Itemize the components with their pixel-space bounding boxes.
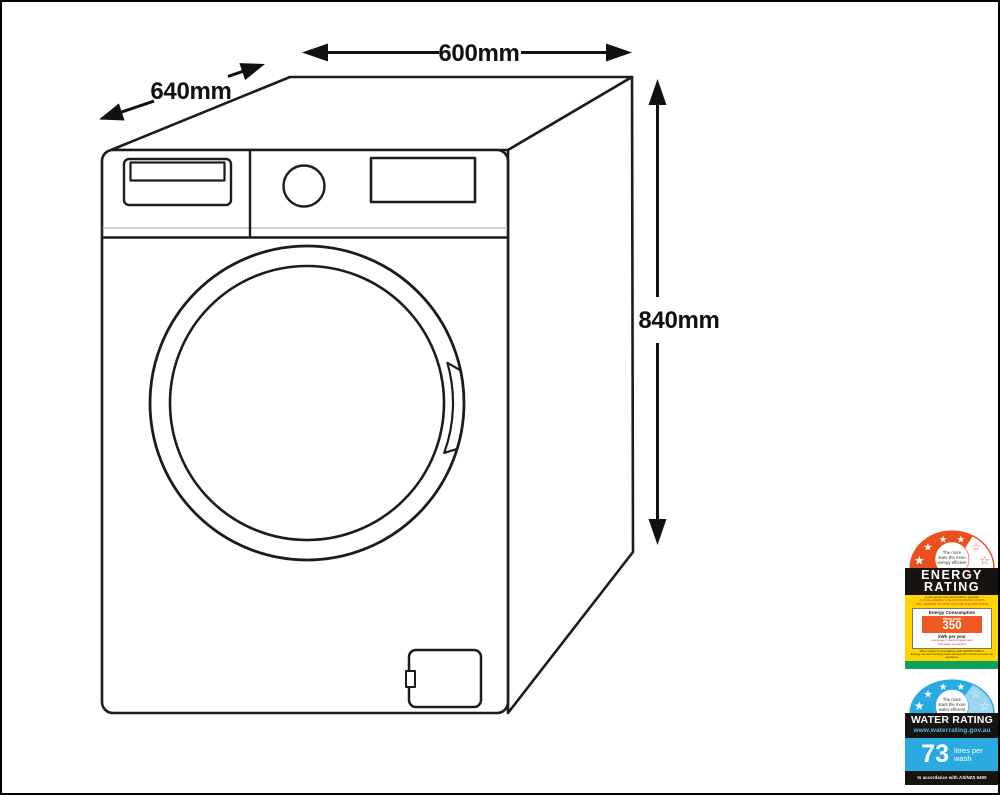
- water-tagline-line2: stars the more: [938, 702, 966, 707]
- arrowhead-down-icon: [648, 519, 667, 545]
- water-compliance-band: In accordance with AS/NZS 6400: [905, 771, 998, 785]
- energy-label-green-strip: [905, 661, 998, 669]
- star-icon: ★: [914, 699, 925, 713]
- star-icon: ★: [923, 542, 932, 554]
- energy-tagline-line1: The more: [943, 550, 962, 555]
- energy-consumption-box: Energy Consumption Warm wash 350 kWh per…: [912, 607, 992, 649]
- energy-consumption-note1: using warm wash program and: [931, 638, 973, 643]
- depth-dimension-label: 640mm: [150, 78, 231, 105]
- energy-consumption-mode: Warm wash: [942, 616, 962, 621]
- filter-door-latch: [405, 670, 416, 688]
- arrowhead-left-icon: [302, 43, 328, 62]
- water-consumption-section: 73 litres per wash: [905, 738, 998, 771]
- arrowhead-up-right-icon: [239, 63, 265, 81]
- water-rating-label: The more stars the more water efficient …: [905, 677, 998, 785]
- star-outline-icon: ☆: [971, 542, 980, 554]
- energy-program-line: A joint government and industry program: [924, 595, 980, 599]
- star-icon: ★: [923, 689, 932, 701]
- water-tagline-line3: water efficient: [939, 707, 966, 712]
- detergent-drawer-handle: [129, 161, 226, 182]
- water-stars-arch: The more stars the more water efficient …: [909, 679, 995, 713]
- door-handle-notch: [443, 361, 462, 454]
- arrowhead-down-left-icon: [99, 103, 125, 121]
- water-tagline-line1: The more: [943, 697, 962, 702]
- energy-test-note2: Energy use and running costs will depend…: [910, 651, 994, 660]
- energy-warning-line2: WILL DEPEND ON HOW YOU USE THE APPLIANCE: [915, 601, 989, 606]
- machine-side-face: [506, 75, 635, 715]
- water-unit-line2: wash: [954, 753, 972, 763]
- control-knob: [282, 164, 326, 208]
- energy-title-line2: RATING: [924, 580, 980, 594]
- arrowhead-up-icon: [648, 79, 667, 105]
- star-icon: ★: [957, 534, 966, 545]
- star-outline-icon: ☆: [979, 699, 990, 713]
- energy-consumption-value: 350: [942, 619, 962, 632]
- energy-consumption-unit: kWh per year: [938, 633, 966, 639]
- star-outline-icon: ☆: [979, 553, 990, 567]
- water-rating-title: WATER RATING: [911, 714, 993, 726]
- energy-title-line1: ENERGY: [921, 568, 983, 582]
- door-inner-ring: [168, 264, 446, 542]
- water-rating-title-band: WATER RATING www.waterrating.gov.au: [905, 713, 998, 738]
- star-icon: ★: [957, 682, 966, 693]
- star-icon: ★: [914, 553, 925, 567]
- water-rating-url: www.waterrating.gov.au: [913, 727, 991, 734]
- energy-warning-line1: ACTUAL ENERGY USE AND RUNNING COSTS: [919, 598, 985, 603]
- star-icon: ★: [939, 682, 948, 693]
- arrowhead-right-icon: [606, 43, 632, 62]
- width-arrow: [302, 43, 632, 62]
- height-arrow: [648, 79, 667, 545]
- energy-tagline-line2: stars the more: [938, 555, 966, 560]
- energy-consumption-title: Energy Consumption: [928, 609, 976, 615]
- energy-consumption-note2: cold water connection: [937, 641, 967, 646]
- water-tagline-circle: [935, 689, 969, 713]
- water-unit-line1: litres per: [954, 746, 983, 755]
- depth-arrow: [99, 63, 265, 121]
- energy-label-body: A joint government and industry program …: [905, 595, 998, 661]
- energy-consumption-value-box: Warm wash 350: [922, 616, 982, 633]
- energy-rating-title: ENERGY RATING: [905, 568, 998, 595]
- energy-stars-arch: The more stars the more energy efficient…: [909, 530, 995, 568]
- energy-tagline-line3: energy efficient: [937, 560, 967, 565]
- energy-rating-label: The more stars the more energy efficient…: [905, 529, 998, 669]
- energy-tagline-circle: [934, 541, 970, 568]
- water-consumption-unit: litres per wash: [954, 747, 983, 762]
- filter-access-door: [407, 648, 483, 709]
- height-dimension-label: 840mm: [638, 307, 719, 334]
- width-dimension-label: 600mm: [438, 40, 519, 67]
- display-panel: [369, 156, 477, 204]
- water-consumption-value: 73: [921, 740, 950, 768]
- energy-test-note1: When tested in accordance with AS/NZS 20…: [919, 648, 985, 653]
- star-icon: ★: [939, 534, 948, 545]
- star-outline-icon: ☆: [971, 689, 980, 701]
